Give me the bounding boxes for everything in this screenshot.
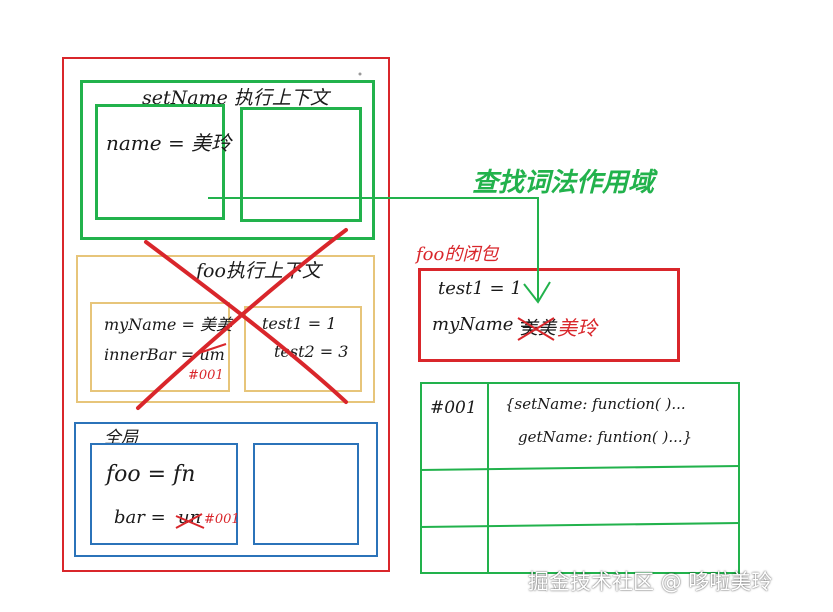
- closure-box: [418, 268, 680, 362]
- closure-test1-var: test1 = 1: [438, 278, 522, 299]
- global-bar-ref: #001: [204, 512, 240, 527]
- foo-test1-var: test1 = 1: [262, 314, 337, 333]
- heap-object-line2: getName: funtion( )...}: [518, 428, 693, 446]
- heap-table: [420, 382, 740, 574]
- closure-title: foo的闭包: [416, 244, 499, 265]
- closure-myname-prefix: myName =: [432, 314, 535, 335]
- foo-innerbar-ref: #001: [188, 368, 224, 383]
- global-context-box: [74, 422, 378, 557]
- setname-lexical-env-box: [95, 104, 225, 220]
- global-lexical-env-box: [253, 443, 359, 545]
- global-bar-struck-value: un: [178, 507, 202, 528]
- closure-myname-new: 美玲: [557, 316, 597, 340]
- foo-myname-var: myName = 美美: [104, 315, 232, 334]
- foo-context-title: foo执行上下文: [196, 260, 321, 282]
- global-var-env-box: [90, 443, 238, 545]
- global-foo-var: foo = fn: [106, 462, 196, 487]
- setname-var-env-box: [240, 107, 362, 222]
- watermark: 掘金技术社区 @ 哆啦美玲: [528, 570, 773, 594]
- lexical-scope-label: 查找词法作用域: [472, 168, 655, 198]
- heap-table-column-divider: [487, 382, 489, 574]
- setname-name-var: name = 美玲: [106, 131, 232, 155]
- global-bar-var-prefix: bar =: [114, 507, 166, 528]
- heap-object-line1: {setName: function( )...: [505, 395, 686, 413]
- call-stack-frame: [62, 57, 390, 572]
- foo-test2-var: test2 = 3: [274, 342, 349, 361]
- heap-address: #001: [430, 398, 477, 418]
- foo-innerbar-var: innerBar = um: [104, 345, 225, 364]
- setname-context-title: setName 执行上下文: [142, 87, 329, 109]
- closure-myname-struck: 美美: [520, 318, 556, 339]
